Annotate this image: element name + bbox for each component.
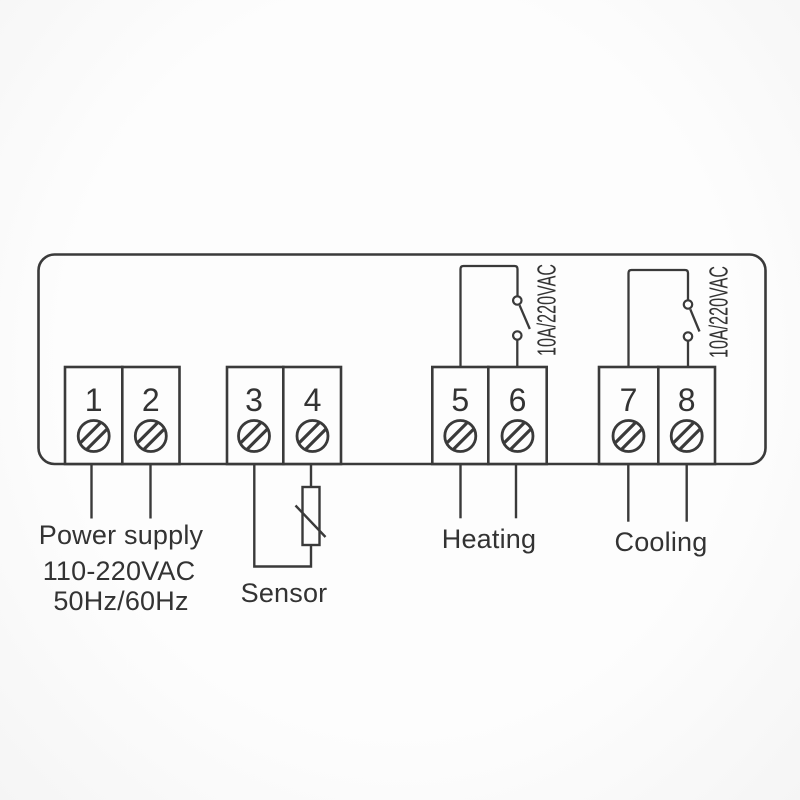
screw-terminal-icon-6: [500, 418, 535, 454]
power-voltage-label: 110-220VAC: [42, 556, 196, 586]
terminal-block-cooling: [597, 365, 717, 466]
terminal-number-1: 1: [85, 382, 103, 418]
screw-terminal-icon-2: [133, 418, 168, 454]
terminal-block-heating: [430, 365, 548, 466]
terminal-number-4: 4: [304, 382, 322, 418]
relay-rating-heating-label: 10A/220VAC: [531, 263, 562, 357]
terminal-number-7: 7: [620, 382, 638, 418]
terminal-number-6: 6: [509, 382, 527, 418]
terminal-number-2: 2: [142, 382, 160, 418]
screw-terminal-icon-5: [443, 418, 478, 454]
sensor-circuit: [253, 463, 327, 568]
sensor-label: Sensor: [240, 578, 328, 608]
screw-terminal-icon-4: [295, 418, 330, 454]
sensor-wire-left: [253, 463, 313, 568]
terminal-number-5: 5: [451, 382, 469, 418]
power-supply-label: Power supply: [38, 520, 204, 550]
screw-terminal-icon-8: [669, 418, 704, 454]
terminal-block-power: [63, 365, 181, 466]
external-wires: [90, 463, 688, 522]
controller-body-outline: [37, 253, 767, 466]
power-frequency-label: 50Hz/60Hz: [53, 586, 189, 616]
relay-rating-cooling-label: 10A/220VAC: [703, 265, 734, 359]
cooling-label: Cooling: [614, 527, 708, 557]
terminal-number-8: 8: [678, 382, 696, 418]
screw-terminal-icon-7: [611, 418, 646, 454]
thermistor-slash: [294, 504, 327, 538]
relay-switch-cooling-icon: [627, 268, 701, 367]
thermistor-icon: [301, 485, 321, 547]
terminal-number-3: 3: [245, 382, 263, 418]
heating-label: Heating: [441, 524, 537, 554]
screw-terminal-icon-3: [236, 418, 272, 454]
relay-switch-heating-icon: [459, 264, 531, 367]
screw-terminal-icon-1: [76, 418, 111, 454]
